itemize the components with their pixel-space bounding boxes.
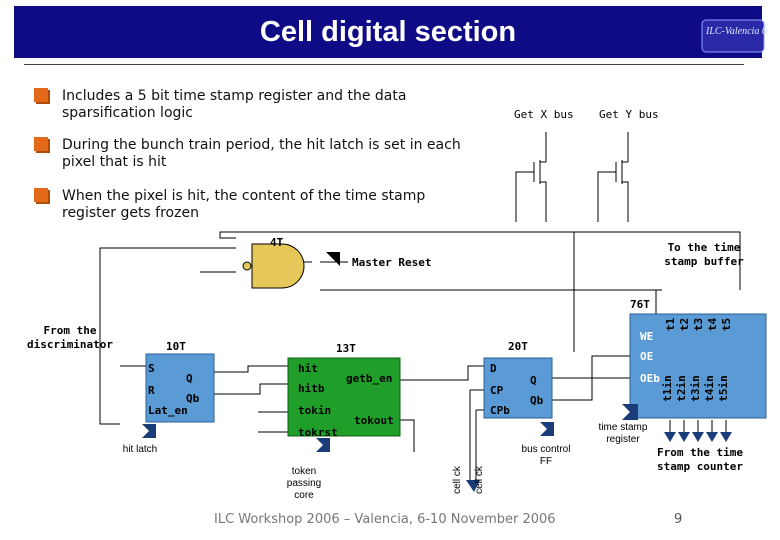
hit-latch-label: hit latch (122, 444, 158, 455)
token-passing-core-block (287, 357, 401, 437)
ff-port-qb: Qb (530, 394, 544, 407)
cell-ck-label: cell ck (452, 466, 463, 494)
cell-ckb-label: cell ck (474, 466, 485, 494)
bullet-2-text: During the bunch train period, the hit l… (62, 137, 461, 170)
ts-input-t2in: t2in (674, 375, 688, 402)
bullet-1-text: Includes a 5 bit time stamp register and… (62, 88, 407, 121)
ts-input-t1in: t1in (660, 375, 674, 402)
latch-transistor-count: 10T (166, 340, 186, 353)
token-passing-core-label: token passing core (286, 466, 322, 501)
ff-port-cpb: CPb (490, 404, 510, 417)
bullet-3-icon (34, 188, 48, 202)
logo-graphic: ILC-Valencia 06 (701, 19, 768, 53)
ts-input-t3in: t3in (688, 375, 702, 402)
ts-output-t3: t3 (692, 317, 706, 332)
bus-control-ff-block (483, 357, 553, 419)
from-discriminator-label: From the discriminator (26, 324, 114, 351)
bullet-3-text: When the pixel is hit, the content of th… (62, 188, 426, 221)
nand-gate (251, 243, 305, 289)
master-reset-label: Master Reset (352, 256, 432, 269)
bullet-1-icon (34, 88, 48, 102)
token-port-tokrst: tokrst (298, 426, 338, 439)
ff-port-cp: CP (490, 384, 504, 397)
ts-output-t4: t4 (706, 317, 720, 332)
token-transistor-count: 13T (336, 342, 356, 355)
latch-port-qb: Qb (186, 392, 200, 405)
ts-port-we: WE (640, 330, 654, 343)
page-number: 9 (674, 512, 683, 527)
hit-latch-block (145, 353, 215, 423)
ts-input-t5in: t5in (716, 375, 730, 402)
token-port-hitb: hitb (298, 382, 325, 395)
token-port-getb-en: getb_en (346, 372, 393, 385)
footer-text: ILC Workshop 2006 – Valencia, 6-10 Novem… (214, 512, 556, 527)
title-rule (24, 64, 744, 65)
latch-port-r: R (148, 384, 155, 397)
from-time-stamp-counter-label: From the time stamp counter (656, 446, 744, 473)
bus-control-ff-label: bus control FF (521, 444, 571, 467)
ff-port-q: Q (530, 374, 537, 387)
latch-port-q: Q (186, 372, 193, 385)
latch-port-s: S (148, 362, 155, 375)
ts-output-t2: t2 (678, 317, 692, 332)
ff-port-d: D (490, 362, 497, 375)
bullet-2-icon (34, 137, 48, 151)
get-y-bus-label: Get Y bus (599, 108, 659, 121)
ts-output-t1: t1 (664, 317, 678, 332)
token-port-hit: hit (298, 362, 318, 375)
ff-transistor-count: 20T (508, 340, 528, 353)
latch-name: Lat_en (148, 404, 188, 417)
ts-port-oe: OE (640, 350, 654, 363)
nand-transistor-count: 4T (270, 236, 284, 249)
ts-port-oeb: OEb (640, 372, 660, 385)
logo-text: ILC-Valencia 06 (705, 26, 768, 37)
slide-title: Cell digital section (259, 16, 517, 48)
token-port-tokout: tokout (354, 414, 394, 427)
token-port-tokin: tokin (298, 404, 332, 417)
title-bar: Cell digital section ILC-Valencia 06 (14, 6, 768, 58)
to-time-stamp-buffer-label: To the time stamp buffer (664, 241, 744, 268)
register-transistor-count: 76T (630, 298, 650, 311)
get-x-bus-label: Get X bus (514, 108, 574, 121)
time-stamp-register-block (629, 313, 767, 419)
ilc-valencia-logo: ILC-Valencia 06 (700, 16, 768, 56)
ts-output-t5: t5 (720, 317, 734, 332)
time-stamp-register-label: time stamp register (598, 422, 648, 445)
ts-input-t4in: t4in (702, 375, 716, 402)
